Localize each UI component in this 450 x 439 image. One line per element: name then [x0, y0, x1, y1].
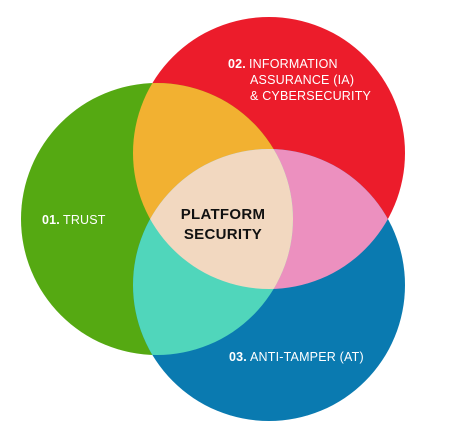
ia-label: 02.INFORMATION ASSURANCE (IA) & CYBERSEC…	[228, 56, 371, 104]
trust-number: 01.	[42, 213, 60, 227]
ia-label-line-1: INFORMATION	[248, 57, 338, 71]
center-label: PLATFORM SECURITY	[148, 205, 298, 245]
trust-label-text: TRUST	[62, 213, 106, 227]
center-label-line-1: PLATFORM	[180, 206, 266, 223]
ia-label-line-2: ASSURANCE (IA)	[250, 73, 355, 87]
at-label: 03.ANTI-TAMPER (AT)	[229, 349, 364, 365]
trust-label: 01.TRUST	[42, 212, 106, 228]
ia-number: 02.	[228, 57, 246, 71]
ia-label-line-3: & CYBERSECURITY	[250, 89, 372, 103]
at-label-text: ANTI-TAMPER (AT)	[249, 350, 364, 364]
center-label-line-2: SECURITY	[183, 226, 263, 243]
core-overlap	[133, 149, 293, 289]
at-number: 03.	[229, 350, 247, 364]
